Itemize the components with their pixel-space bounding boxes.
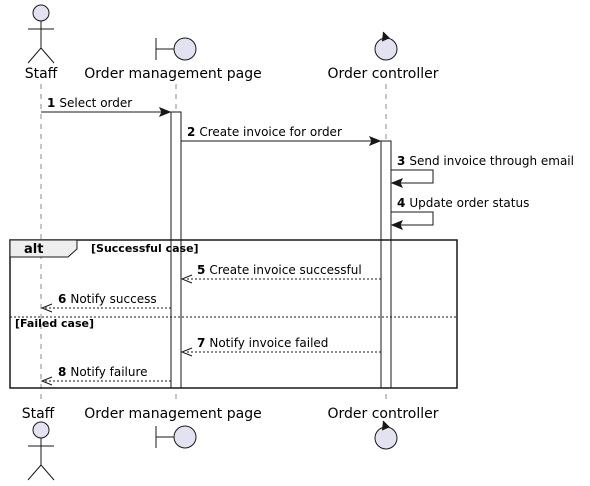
order-page-label-top: Order management page	[84, 66, 261, 82]
message-6-number: 6	[58, 292, 66, 306]
message-5-number: 5	[197, 263, 205, 277]
order-page-label-bottom: Order management page	[84, 406, 261, 422]
alt-guard-failed: [Failed case]	[15, 317, 94, 330]
message-7: 7 Notify invoice failed	[180, 336, 381, 357]
alt-frame: alt [Successful case] [Failed case]	[9, 239, 458, 389]
message-6: 6 Notify success	[40, 292, 171, 313]
message-8-number: 8	[58, 365, 66, 379]
message-1-text: Select order	[59, 96, 132, 110]
control-icon-bottom	[374, 420, 398, 450]
message-2-number: 2	[187, 125, 195, 139]
alt-keyword: alt	[24, 242, 43, 257]
message-2-text: Create invoice for order	[199, 125, 342, 139]
staff-label-bottom: Staff	[22, 406, 55, 422]
order-controller-activation	[380, 140, 392, 389]
message-6-text: Notify success	[70, 292, 156, 306]
message-5: 5 Create invoice successful	[180, 263, 381, 284]
message-7-number: 7	[197, 336, 205, 350]
message-5-text: Create invoice successful	[209, 263, 361, 277]
alt-guard-success: [Successful case]	[91, 242, 199, 255]
message-4-text: Update order status	[409, 196, 529, 210]
message-3-number: 3	[397, 154, 405, 168]
control-icon-top	[374, 31, 398, 61]
message-4: 4 Update order status	[390, 196, 529, 230]
message-3: 3 Send invoice through email	[390, 154, 574, 188]
message-2: 2 Create invoice for order	[181, 125, 382, 146]
staff-actor-icon-top	[27, 4, 55, 64]
order-controller-label-bottom: Order controller	[327, 406, 438, 422]
message-3-text: Send invoice through email	[409, 154, 574, 168]
message-8-text: Notify failure	[70, 365, 147, 379]
staff-label-top: Staff	[25, 66, 58, 82]
boundary-icon-bottom	[155, 425, 197, 449]
staff-actor-icon-bottom	[27, 421, 55, 481]
message-8: 8 Notify failure	[40, 365, 171, 386]
order-controller-label-top: Order controller	[327, 66, 438, 82]
message-1-number: 1	[47, 96, 55, 110]
boundary-icon-top	[155, 37, 197, 61]
message-1: 1 Select order	[41, 96, 172, 117]
message-4-number: 4	[397, 196, 405, 210]
message-7-text: Notify invoice failed	[209, 336, 328, 350]
